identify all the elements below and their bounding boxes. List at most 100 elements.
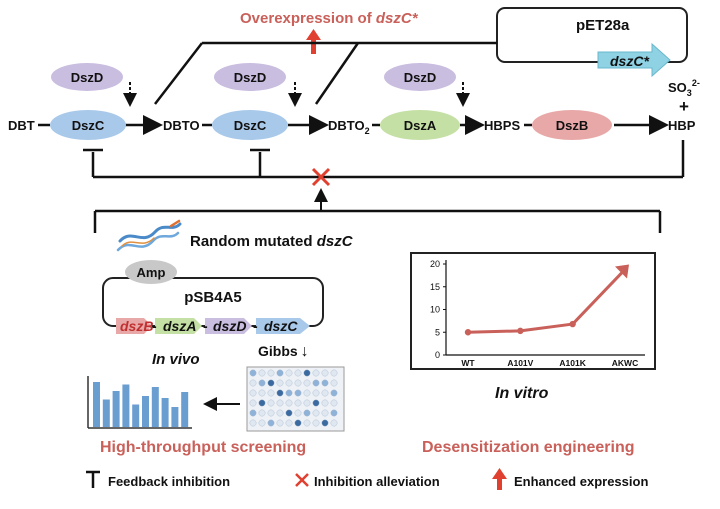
amp-marker bbox=[125, 260, 177, 284]
in-vitro-x-tick-label: A101V bbox=[507, 358, 533, 368]
compound-hbps: HBPS bbox=[484, 118, 520, 133]
plate-well bbox=[294, 399, 302, 407]
svg-text:DszC: DszC bbox=[234, 118, 267, 133]
dszd-enzyme-1: DszD bbox=[51, 63, 123, 91]
plate-well bbox=[249, 399, 257, 407]
plate-well bbox=[312, 369, 320, 377]
dszc-enzyme-1: DszC bbox=[50, 110, 126, 140]
screening-bar bbox=[151, 387, 159, 427]
in-vitro-label: In vitro bbox=[495, 385, 549, 402]
in-vitro-y-tick-label: 0 bbox=[435, 350, 440, 360]
dszc-star-gene-arrow bbox=[597, 42, 671, 78]
gene-label-dsza: dszA bbox=[163, 318, 196, 334]
plate-well bbox=[303, 399, 311, 407]
plate-well bbox=[303, 379, 311, 387]
legend-enhanced-label: Enhanced expression bbox=[514, 474, 648, 489]
plate-well bbox=[267, 419, 275, 427]
plate-well bbox=[312, 419, 320, 427]
svg-text:DszC: DszC bbox=[72, 118, 105, 133]
screening-bar bbox=[122, 384, 130, 427]
svg-text:DszA: DszA bbox=[404, 118, 437, 133]
legend-alleviation-label: Inhibition alleviation bbox=[314, 474, 440, 489]
legend: Feedback inhibition Inhibition alleviati… bbox=[86, 468, 648, 490]
plate-well bbox=[321, 389, 329, 397]
plate-well bbox=[267, 409, 275, 417]
plate-well bbox=[276, 389, 284, 397]
plate-well bbox=[258, 419, 266, 427]
plate-well bbox=[267, 399, 275, 407]
screening-bar bbox=[142, 396, 149, 427]
desensitization-label: Desensitization engineering bbox=[422, 439, 634, 456]
dszc-enzyme-2: DszC bbox=[212, 110, 288, 140]
in-vitro-data-point bbox=[517, 327, 524, 335]
lower-bracket bbox=[93, 209, 662, 233]
screening-bar bbox=[132, 404, 140, 427]
high-throughput-label: High-throughput screening bbox=[100, 439, 306, 456]
plate-well bbox=[330, 399, 338, 407]
plate-well bbox=[249, 409, 257, 417]
plate-well bbox=[285, 389, 293, 397]
svg-text:DszB: DszB bbox=[556, 118, 589, 133]
plate-well bbox=[321, 399, 329, 407]
plate-well bbox=[285, 369, 293, 377]
in-vitro-x-tick-label: A101K bbox=[559, 358, 586, 368]
gene-arrow-dszb bbox=[116, 318, 152, 334]
in-vitro-series-arrowhead bbox=[615, 264, 629, 279]
plate-well bbox=[312, 389, 320, 397]
gene-cassette: dszB dszA dszD dszC - - - bbox=[116, 318, 310, 334]
in-vitro-data-point bbox=[569, 320, 576, 328]
plate-well bbox=[303, 409, 311, 417]
gene-label-dszc: dszC bbox=[264, 318, 298, 334]
plate-well bbox=[285, 409, 293, 417]
in-vitro-x-tick-label: WT bbox=[461, 358, 475, 368]
feedback-inhibition-bracket bbox=[83, 140, 685, 179]
plate-well bbox=[249, 369, 257, 377]
in-vitro-y-tick-label: 15 bbox=[430, 282, 440, 292]
pet28a-plasmid: pET28a dszC* bbox=[496, 7, 688, 78]
in-vivo-label: In vivo bbox=[152, 351, 200, 368]
plate-well bbox=[285, 399, 293, 407]
gene-label-dszd: dszD bbox=[213, 318, 246, 334]
compound-hbp: HBP bbox=[668, 118, 696, 133]
gene-label-dszb: dszB bbox=[120, 318, 153, 334]
plate-well bbox=[267, 389, 275, 397]
compound-so3: SO32- bbox=[668, 78, 700, 98]
in-vitro-x-tick-label: AKWC bbox=[612, 358, 638, 368]
plate-well bbox=[276, 399, 284, 407]
psb4a5-label: pSB4A5 bbox=[184, 289, 242, 306]
plate-well bbox=[267, 379, 275, 387]
plate-well bbox=[294, 389, 302, 397]
plus-sign: + bbox=[679, 97, 689, 116]
screening-bar-chart bbox=[87, 376, 192, 429]
plate-well bbox=[294, 419, 302, 427]
dszd-enzyme-3: DszD bbox=[384, 63, 456, 91]
screening-bar bbox=[171, 407, 179, 427]
plate-well bbox=[303, 369, 311, 377]
plate-well bbox=[294, 379, 302, 387]
plate-well bbox=[330, 379, 338, 387]
plate-well bbox=[258, 399, 266, 407]
plate-well bbox=[258, 379, 266, 387]
plate-well bbox=[321, 409, 329, 417]
plate-well bbox=[276, 409, 284, 417]
plate-well bbox=[330, 369, 338, 377]
feedback-inhibition-icon bbox=[86, 470, 100, 488]
plate-well bbox=[276, 369, 284, 377]
in-vitro-series-line bbox=[467, 271, 624, 334]
random-mutated-label: Random mutated dszC bbox=[190, 233, 354, 250]
plate-well bbox=[294, 369, 302, 377]
plate-well bbox=[249, 419, 257, 427]
dszb-enzyme: DszB bbox=[532, 110, 612, 140]
compound-dbto: DBTO bbox=[163, 118, 200, 133]
in-vitro-y-tick-label: 10 bbox=[430, 305, 440, 315]
gene-separator: - bbox=[253, 318, 258, 334]
in-vitro-data-point bbox=[464, 329, 472, 336]
dszd-arrows bbox=[123, 82, 470, 107]
plate-well bbox=[276, 419, 284, 427]
screening-bar bbox=[181, 392, 189, 427]
plate-well bbox=[312, 409, 320, 417]
in-vitro-y-tick-label: 5 bbox=[435, 327, 440, 337]
plate-well bbox=[258, 369, 266, 377]
